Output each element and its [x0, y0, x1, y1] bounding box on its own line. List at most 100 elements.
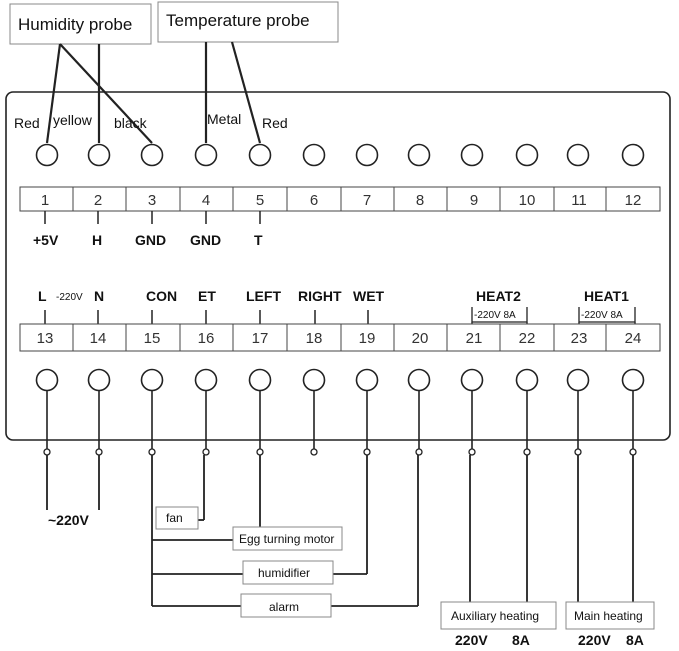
temperature-probe-box [157, 1, 339, 43]
terminal-screw-20 [407, 368, 431, 392]
auxiliary-heating-label: Auxiliary heating [451, 609, 539, 623]
main-current: 8A [626, 632, 644, 648]
fan-box [155, 506, 199, 530]
terminal-screw-5 [248, 143, 272, 167]
terminal-number: 7 [363, 192, 371, 209]
terminal-screw-11 [566, 143, 590, 167]
terminal-number: 2 [94, 192, 102, 209]
temperature-wire-red [230, 41, 262, 144]
terminal-screw-12 [621, 143, 645, 167]
supply-label: ~220V [48, 512, 90, 528]
egg-turning-motor-box [232, 526, 343, 551]
signal-label-con: CON [146, 288, 177, 304]
terminal-screw-9 [460, 143, 484, 167]
terminal-number: 21 [466, 330, 483, 347]
main-voltage: 220V [578, 632, 611, 648]
auxiliary-heating-box [440, 601, 557, 630]
terminal-screw-4 [194, 143, 218, 167]
humidifier-label: humidifier [258, 566, 310, 580]
aux-current: 8A [512, 632, 530, 648]
controller-housing [5, 91, 671, 441]
aux-voltage: 220V [455, 632, 488, 648]
terminal-screw-18 [302, 368, 326, 392]
terminal-screw-21 [460, 368, 484, 392]
terminal-number: 13 [37, 330, 54, 347]
terminal-number: 18 [306, 330, 323, 347]
signal-label-left: LEFT [246, 288, 281, 304]
probe-wires [45, 41, 262, 144]
signal-label-wet: WET [353, 288, 385, 304]
terminal-number: 10 [519, 192, 536, 209]
signal-label-et: ET [198, 288, 216, 304]
signal-label: H [92, 232, 102, 248]
terminal-number: 4 [202, 192, 210, 209]
terminal-number: 8 [416, 192, 424, 209]
top-terminal-strip [19, 186, 661, 212]
terminal-number: 9 [470, 192, 478, 209]
load-wiring [46, 455, 634, 607]
terminal-screw-1 [35, 143, 59, 167]
terminal-number: 19 [359, 330, 376, 347]
terminal-number: 5 [256, 192, 264, 209]
terminal-screw-15 [140, 368, 164, 392]
terminal-screw-22 [515, 368, 539, 392]
wire-color-label: yellow [53, 112, 93, 128]
terminal-screw-23 [566, 368, 590, 392]
terminal-screw-7 [355, 143, 379, 167]
terminal-screw-2 [87, 143, 111, 167]
heat1-rating: -220V 8A [581, 310, 623, 321]
terminal-number: 16 [198, 330, 215, 347]
egg-turning-motor-label: Egg turning motor [239, 532, 334, 546]
main-heating-box [565, 601, 655, 630]
signal-label: GND [190, 232, 221, 248]
signal-label-220v: -220V [56, 292, 83, 303]
terminal-screw-24 [621, 368, 645, 392]
terminal-screw-13 [35, 368, 59, 392]
terminal-number: 15 [144, 330, 161, 347]
terminal-screw-8 [407, 143, 431, 167]
signal-label-right: RIGHT [298, 288, 342, 304]
signal-label: T [254, 232, 263, 248]
humidifier-box [242, 560, 334, 585]
bottom-screw-row [35, 368, 645, 392]
wire-color-label: Red [14, 115, 40, 131]
humidity-wire-black [59, 43, 153, 144]
terminal-number: 22 [519, 330, 536, 347]
terminal-screw-14 [87, 368, 111, 392]
terminal-screw-16 [194, 368, 218, 392]
humidity-probe-label: Humidity probe [18, 15, 132, 34]
terminal-number: 24 [625, 330, 642, 347]
wire-color-label: Red [262, 115, 288, 131]
bottom-terminal-strip [19, 323, 661, 352]
wire-color-label: Metal [207, 111, 241, 127]
terminal-screw-6 [302, 143, 326, 167]
terminal-number: 23 [571, 330, 588, 347]
terminal-screw-19 [355, 368, 379, 392]
heat2-rating: -220V 8A [474, 310, 516, 321]
terminal-number: 3 [148, 192, 156, 209]
terminal-number: 17 [252, 330, 269, 347]
humidity-probe-box [9, 3, 152, 45]
top-screw-row [35, 143, 645, 167]
signal-label: GND [135, 232, 166, 248]
terminal-number: 12 [625, 192, 642, 209]
terminal-number: 20 [412, 330, 429, 347]
terminal-number: 1 [41, 192, 49, 209]
fan-label: fan [166, 511, 183, 525]
alarm-box [240, 593, 332, 618]
humidity-wire-red [45, 43, 62, 144]
alarm-label: alarm [269, 600, 299, 614]
terminal-number: 11 [571, 192, 587, 209]
main-heating-label: Main heating [574, 609, 643, 623]
terminal-screw-17 [248, 368, 272, 392]
terminal-screw-3 [140, 143, 164, 167]
signal-label-heat2: HEAT2 [476, 288, 521, 304]
terminal-number: 14 [90, 330, 107, 347]
signal-label-heat1: HEAT1 [584, 288, 629, 304]
signal-label-l: L [38, 288, 47, 304]
terminal-screw-10 [515, 143, 539, 167]
signal-label: +5V [33, 232, 59, 248]
wire-color-label: black [114, 115, 148, 131]
